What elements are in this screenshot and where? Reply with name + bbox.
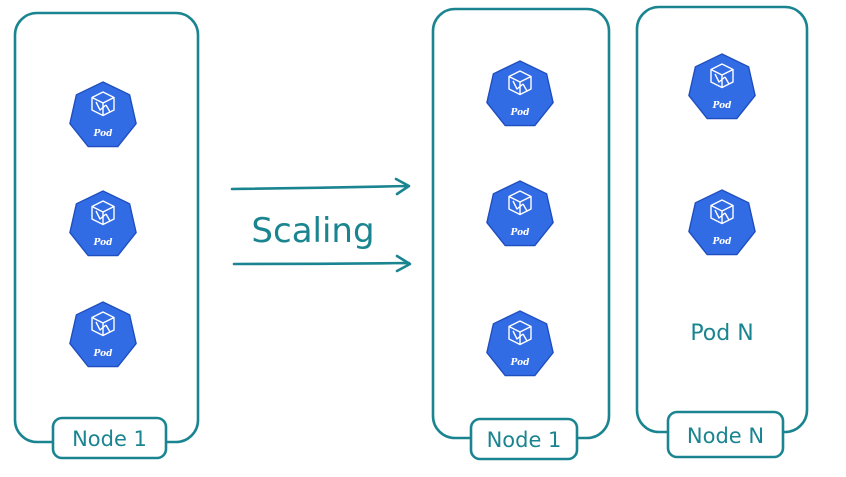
arrow-top <box>230 177 411 196</box>
node-before-label-box <box>51 416 168 460</box>
pod-n-label: Pod N <box>690 321 753 346</box>
pod-after-n-2-label: Pod <box>712 237 733 247</box>
node-after-n-label: Node N <box>687 424 764 448</box>
pod-after-3-label: Pod <box>510 358 531 368</box>
scaling-label: Scaling <box>251 211 374 251</box>
node-after-1-label-box <box>469 417 579 461</box>
pod-after-1-label: Pod <box>510 108 531 118</box>
node-after-1-label: Node 1 <box>487 428 562 452</box>
node-before: Pod Pod Pod Node 1 <box>13 11 200 460</box>
pod-after-1: Pod <box>486 60 554 127</box>
scaling-transition: Scaling <box>230 177 412 273</box>
pod-before-3: Pod <box>69 301 137 368</box>
node-before-label: Node 1 <box>72 427 147 451</box>
pod-before-1-label: Pod <box>93 129 114 139</box>
pod-after-2-label: Pod <box>510 228 531 238</box>
node-after-n: Pod Pod Pod N Node N <box>635 5 809 459</box>
pod-after-n-1-label: Pod <box>712 101 733 111</box>
pod-after-n-1: Pod <box>688 53 756 120</box>
pod-before-2-label: Pod <box>93 238 114 248</box>
pod-before-3-label: Pod <box>93 349 114 359</box>
node-after-n-label-box <box>666 410 785 459</box>
pod-after-3: Pod <box>486 310 554 377</box>
pod-before-1: Pod <box>69 81 137 148</box>
node-after-1: Pod Pod Pod Node 1 <box>431 7 611 461</box>
arrow-bottom <box>232 254 412 273</box>
pod-after-2: Pod <box>486 180 554 247</box>
pod-before-2: Pod <box>69 190 137 257</box>
pod-after-n-2: Pod <box>688 189 756 256</box>
